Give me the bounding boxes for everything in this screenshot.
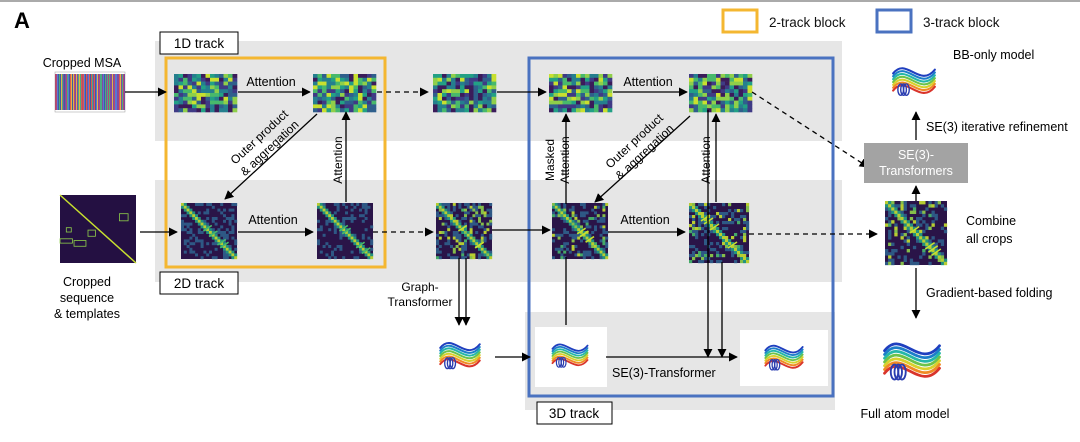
- msa-embedding-2: [313, 74, 377, 113]
- template-map-thumbnail: [59, 194, 137, 264]
- label-2d-attention: Attention: [248, 213, 297, 227]
- track-2d-box: [159, 271, 239, 295]
- msa-embedding-5: [689, 74, 753, 113]
- two-track-block: [164, 56, 387, 269]
- structure-3d-2-frame: [535, 327, 607, 387]
- label-se3-refinement: SE(3) iterative refinement: [926, 120, 1068, 134]
- structure-3d-1: [439, 342, 481, 370]
- label-3track-2d-attention: Attention: [620, 213, 669, 227]
- track-1d-box: [159, 31, 239, 55]
- full-atom-model-image: [883, 342, 941, 381]
- label-3track-2d-to-1d: Attention: [699, 136, 713, 183]
- msa-title: Cropped MSA: [43, 56, 122, 70]
- label-full-atom-model: Full atom model: [861, 407, 950, 421]
- pair-map-2: [317, 203, 374, 260]
- label-graph-transformer-line2: Transformer: [388, 295, 453, 309]
- panel-letter: A: [14, 8, 30, 33]
- label-combine-line1: Combine: [966, 214, 1016, 228]
- label-bb-only-model: BB-only model: [953, 48, 1034, 62]
- track-1d-label: 1D track: [174, 36, 225, 51]
- label-masked-attention-group: Masked Attention: [543, 136, 572, 183]
- se3-transformers-box: [864, 143, 968, 183]
- label-masked-attention-line1: Masked: [543, 139, 557, 181]
- arrow-outer-product-2: [594, 115, 691, 203]
- label-masked-attention-line2: Attention: [558, 136, 572, 183]
- pair-map-1: [181, 203, 238, 260]
- msa-embedding-4: [549, 74, 613, 113]
- seq-label-line2: sequence: [60, 291, 114, 305]
- seq-label-line1: Cropped: [63, 275, 111, 289]
- structure-3d-2: [551, 343, 589, 368]
- label-gradient-folding: Gradient-based folding: [926, 286, 1053, 300]
- label-combine-line2: all crops: [966, 232, 1013, 246]
- structure-3d-3: [764, 344, 804, 371]
- track-2d-label: 2D track: [174, 276, 225, 291]
- pair-map-4: [552, 203, 609, 260]
- msa-thumbnail: [54, 71, 126, 113]
- bb-only-model-image: [892, 67, 936, 97]
- legend-3track-label: 3-track block: [923, 15, 1000, 30]
- label-1d-attention: Attention: [246, 75, 295, 89]
- seq-label-line3: & templates: [54, 307, 120, 321]
- pair-map-3: [436, 203, 493, 260]
- legend-3track-swatch: [875, 8, 913, 34]
- arrow-outer-product-1: [224, 113, 318, 200]
- label-2d-to-1d-attention-group: Attention: [331, 136, 345, 183]
- se3-box-line2: Transformers: [879, 164, 953, 178]
- track-3d-box: [536, 401, 613, 425]
- label-se3-transformer: SE(3)-Transformer: [612, 366, 716, 380]
- pair-map-5: [689, 203, 750, 264]
- label-3track-1d-attention: Attention: [623, 75, 672, 89]
- msa-embedding-1: [174, 74, 238, 113]
- msa-embedding-3: [433, 74, 497, 113]
- three-track-block: [527, 56, 835, 398]
- label-2d-to-1d-attention: Attention: [331, 136, 345, 183]
- pair-map-combined: [885, 201, 948, 266]
- label-graph-transformer-line1: Graph-: [401, 280, 438, 294]
- label-3track-2d-to-1d-group: Attention: [699, 136, 713, 183]
- track-3d-label: 3D track: [549, 406, 600, 421]
- legend-2track-swatch: [721, 8, 759, 34]
- legend-2track-label: 2-track block: [769, 15, 846, 30]
- se3-box-line1: SE(3)-: [898, 148, 934, 162]
